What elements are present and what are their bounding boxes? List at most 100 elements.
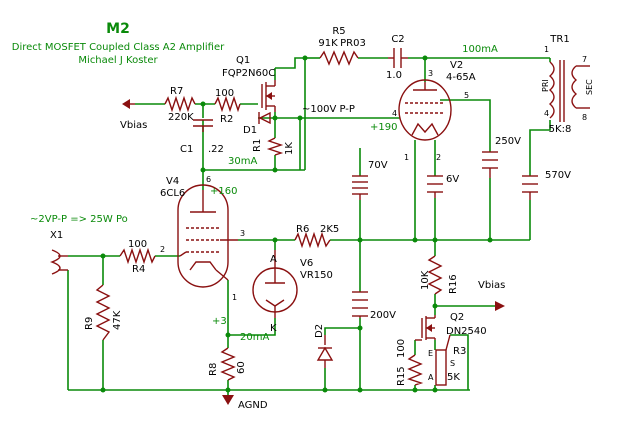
svg-text:2: 2 [160, 245, 165, 254]
svg-text:R9: R9 [84, 317, 95, 330]
resistor-r6: R6 2K5 [294, 224, 339, 249]
label-30ma: 30mA [228, 156, 257, 167]
supply-6v: 6V [427, 174, 459, 198]
junction-dots [100, 55, 493, 393]
svg-text:5: 5 [464, 91, 469, 100]
svg-text:70V: 70V [368, 160, 388, 171]
schematic-subtitle: Direct MOSFET Coupled Class A2 Amplifier [12, 42, 225, 53]
svg-text:R8: R8 [208, 363, 219, 376]
supply-200v: 200V [352, 291, 396, 321]
input-swing-label: ~2VP-P => 25W Po [30, 214, 128, 225]
svg-text:TR1: TR1 [549, 34, 569, 45]
svg-text:100: 100 [396, 339, 407, 358]
svg-text:D2: D2 [314, 324, 325, 338]
svg-text:Vbias: Vbias [478, 280, 505, 291]
svg-text:1: 1 [404, 153, 409, 162]
svg-text:47K: 47K [112, 310, 123, 330]
svg-text:200V: 200V [370, 310, 396, 321]
svg-text:60: 60 [236, 361, 247, 374]
svg-text:R6: R6 [296, 224, 309, 235]
svg-text:K: K [270, 323, 277, 334]
svg-text:R1: R1 [252, 139, 263, 152]
label-swing: ~100V P-P [302, 104, 355, 115]
svg-text:4-65A: 4-65A [446, 72, 476, 83]
vbias-right-arrow: Vbias [478, 280, 505, 311]
svg-text:5K:8: 5K:8 [549, 124, 572, 135]
wires [67, 57, 551, 395]
svg-text:R15: R15 [396, 366, 407, 386]
supply-250v: 250V [482, 136, 521, 178]
svg-text:3: 3 [240, 229, 245, 238]
svg-text:PRI: PRI [541, 79, 550, 92]
svg-text:6V: 6V [446, 174, 459, 185]
transformer-tr1: TR1 1 4 7 8 PRI SEC 5K:8 [541, 34, 594, 135]
svg-text:V4: V4 [166, 176, 179, 187]
schematic-author: Michael J Koster [78, 55, 158, 66]
resistor-r16: 10K R16 [420, 255, 459, 295]
svg-text:5K: 5K [447, 372, 460, 383]
mosfet-q2: Q2 DN2540 [415, 312, 487, 341]
svg-text:C1: C1 [180, 144, 193, 155]
vbias-left-arrow: Vbias [120, 99, 147, 131]
svg-text:X1: X1 [50, 230, 63, 241]
svg-text:7: 7 [582, 55, 587, 64]
svg-text:C2: C2 [391, 34, 404, 45]
svg-text:A: A [428, 373, 434, 382]
svg-text:V6: V6 [300, 258, 313, 269]
resistor-r15: R15 100 [396, 339, 424, 386]
svg-text:.22: .22 [208, 144, 224, 155]
label-20ma: 20mA [240, 332, 269, 343]
svg-text:6: 6 [206, 175, 211, 184]
svg-text:R3: R3 [453, 346, 466, 357]
input-jack-x1[interactable]: X1 [50, 230, 68, 275]
svg-text:4: 4 [544, 109, 549, 118]
resistor-r9: R9 47K [84, 284, 123, 341]
svg-text:D1: D1 [243, 125, 257, 136]
svg-text:91K: 91K [318, 38, 338, 49]
svg-text:PR03: PR03 [340, 38, 366, 49]
svg-text:Vbias: Vbias [120, 120, 147, 131]
svg-text:1: 1 [544, 45, 549, 54]
svg-text:R16: R16 [448, 274, 459, 294]
resistor-r5: R5 91K PR03 [318, 26, 366, 66]
resistor-r2: 100 R2 [214, 88, 241, 125]
svg-text:V2: V2 [450, 60, 463, 71]
svg-text:8: 8 [582, 113, 587, 122]
svg-text:A: A [270, 254, 277, 265]
label-plus190: +190 [370, 122, 397, 133]
svg-text:250V: 250V [495, 136, 521, 147]
svg-text:1: 1 [232, 293, 237, 302]
resistor-r7: R7 220K [164, 86, 196, 123]
label-100ma: 100mA [462, 44, 498, 55]
svg-text:R2: R2 [220, 114, 233, 125]
svg-text:2: 2 [436, 153, 441, 162]
diode-d2: D2 [314, 324, 334, 368]
tube-v6: A K V6 VR150 [252, 250, 333, 334]
ground-symbol: AGND [222, 395, 268, 411]
mosfet-q1: Q1 FQP2N60C [222, 55, 276, 112]
schematic-title: M2 [106, 21, 130, 37]
supply-70v: 70V [352, 160, 388, 200]
resistor-r8: R8 60 [208, 347, 247, 381]
svg-text:E: E [428, 349, 433, 358]
tube-v2: V2 4-65A 3 4 5 1 2 [392, 60, 476, 162]
svg-text:570V: 570V [545, 170, 571, 181]
diode-d1: D1 [243, 111, 271, 136]
svg-text:SEC: SEC [585, 79, 594, 95]
capacitor-c2: C2 1.0 [386, 34, 408, 81]
svg-text:AGND: AGND [238, 400, 268, 411]
resistor-r4: 100 R4 [119, 239, 156, 275]
svg-text:FQP2N60C: FQP2N60C [222, 68, 275, 79]
svg-text:Q2: Q2 [450, 312, 464, 323]
svg-text:100: 100 [215, 88, 234, 99]
tube-v4: V4 6CL6 6 2 3 1 [160, 175, 245, 302]
svg-text:4: 4 [392, 109, 397, 118]
resistor-r1: R1 1K [252, 137, 295, 156]
svg-text:1.0: 1.0 [386, 70, 402, 81]
svg-text:R4: R4 [132, 264, 145, 275]
svg-text:10K: 10K [420, 270, 431, 290]
svg-text:S: S [450, 359, 455, 368]
svg-text:2K5: 2K5 [320, 224, 339, 235]
